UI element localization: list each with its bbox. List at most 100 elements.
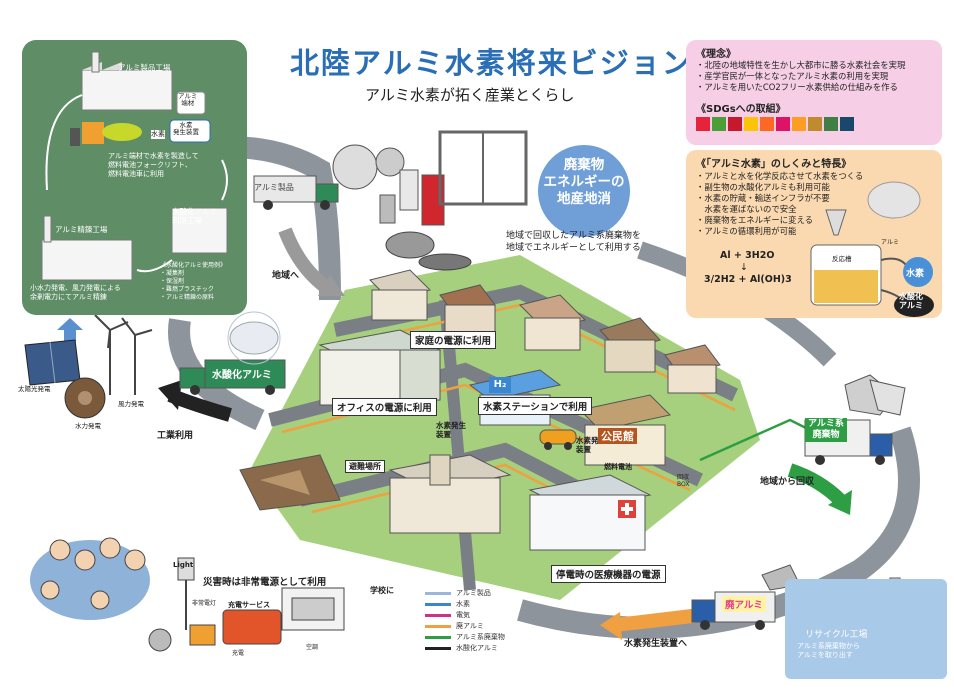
from-region-label: 地域から回収 <box>760 477 815 487</box>
community-hall-label: 公民館 <box>598 428 637 444</box>
sdg-icon <box>744 117 758 131</box>
mechanism-6: ・アルミの循環利用が可能 <box>696 226 797 236</box>
office-power-label: オフィスの電源に利用 <box>332 398 437 416</box>
legend-label: 廃アルミ <box>456 622 484 630</box>
legend-item: アルミ製品 <box>425 588 505 599</box>
charging-service-label: 充電サービス <box>228 601 270 609</box>
recycle-factory-label: リサイクル工場 <box>805 630 868 640</box>
collapsed-house <box>239 454 341 511</box>
recycle-desc: アルミ系廃棄物から アルミを取り出す <box>797 642 860 659</box>
legend-arrow-icon <box>425 613 451 617</box>
legend-arrow-icon <box>425 624 451 628</box>
reactor-label: 反応槽 <box>832 255 852 263</box>
formula-arrow: ↓ <box>740 262 748 273</box>
principle-1: ・北陸の地域特性を生かし大都市に勝る水素社会を実現 <box>696 60 906 70</box>
legend-item: アルミ系廃棄物 <box>425 632 505 643</box>
hydro-label: 水力発電 <box>75 422 101 430</box>
product-factory-label: アルミ製品工場 <box>118 63 171 72</box>
disaster-caption: 災害時は非常電源として利用 <box>203 577 327 588</box>
legend-arrow-icon <box>425 646 451 650</box>
shelter-sign: 避難場所 <box>345 460 385 473</box>
page-title: 北陸アルミ水素将来ビジョン <box>290 46 693 80</box>
principles-heading: 《理念》 <box>696 49 736 60</box>
mechanism-1: ・アルミと水を化学反応させて水素をつくる <box>696 171 864 181</box>
principles-panel: 《理念》 ・北陸の地域特性を生かし大都市に勝る水素社会を実現 ・産学官民が一体と… <box>686 40 942 145</box>
mechanism-heading: 《「アルミ水素」のしくみと特長》 <box>696 159 852 170</box>
to-region-label: 地域へ <box>272 271 300 281</box>
sdg-icons <box>696 116 856 135</box>
hydroxide-uses: 《水酸化アルミ使用例》 ・凝集剤 ・保湿剤 ・難燃プラスチック ・アルミ精錬の原… <box>160 262 226 301</box>
sdg-icon <box>808 117 822 131</box>
formula-top: Al + 3H2O <box>720 250 775 261</box>
page-subtitle: アルミ水素が拓く産業とくらし <box>365 86 575 104</box>
charging-equipment <box>148 557 345 652</box>
wind-turbines <box>94 314 153 395</box>
school-building <box>388 454 512 534</box>
fuel-cell-car <box>539 429 577 450</box>
mechanism-hydrogen-label: 水素 <box>906 269 925 279</box>
hydroxide-factory-label: 水酸化アルミ 利用工場 <box>172 207 217 225</box>
legend-arrow-icon <box>425 591 451 595</box>
fuel-cell-label: 燃料電池 <box>604 463 632 471</box>
hospital-building <box>528 474 652 551</box>
legend-item: 廃アルミ <box>425 621 505 632</box>
mechanism-4: 水素を運ばないので安全 <box>696 204 797 214</box>
truck-product-label: アルミ製品 <box>254 183 294 192</box>
aircon-label: 空調 <box>306 644 319 651</box>
sdgs-heading: 《SDGsへの取組》 <box>696 104 786 115</box>
sdg-icon <box>840 117 854 131</box>
arrow-from-region <box>787 463 845 506</box>
industrial-label: 工業利用 <box>157 431 194 441</box>
legend: アルミ製品水素電気廃アルミアルミ系廃棄物水酸化アルミ <box>425 588 505 654</box>
principle-3: ・アルミを用いたCO2フリー水素供給の仕組みを作る <box>696 82 898 92</box>
solar-panel <box>24 339 81 386</box>
mechanism-hydroxide-label: 水酸化 アルミ <box>899 292 923 310</box>
solar-label: 太陽光発電 <box>18 385 51 393</box>
factory-panel-illustration <box>41 51 228 281</box>
generator-label-hall: 水素発生 装置 <box>576 436 606 454</box>
sdg-icon <box>712 117 726 131</box>
sdg-icon <box>760 117 774 131</box>
truck-product <box>253 175 339 210</box>
sdg-icon <box>824 117 838 131</box>
mechanism-3: ・水素の貯蔵・輸送インフラが不要 <box>696 193 830 203</box>
mechanism-5: ・廃棄物をエネルギーに変える <box>696 215 813 225</box>
waste-energy-text: 廃棄物 エネルギーの 地産地消 <box>543 157 625 207</box>
formula-bottom: 3/2H2 + Al(OH)3 <box>704 274 792 285</box>
sdg-icon <box>696 117 710 131</box>
legend-arrow-icon <box>425 635 451 639</box>
to-school-label: 学校に <box>370 586 394 595</box>
h2-sign: H₂ <box>489 377 511 393</box>
sdg-icon <box>728 117 742 131</box>
station-label: 水素ステーションで利用 <box>478 397 593 415</box>
light-label: Light <box>173 561 194 569</box>
to-generator-label: 水素発生装置へ <box>624 639 688 649</box>
sdg-icon <box>792 117 806 131</box>
legend-arrow-icon <box>425 602 451 606</box>
smelting-desc: 小水力発電、風力発電による 余剰電力にてアルミ精錬 <box>30 284 121 301</box>
waste-note: 地域で回収したアルミ系廃棄物を 地域でエネルギーとして利用する <box>506 231 641 253</box>
charge-label: 充電 <box>232 650 245 657</box>
legend-label: アルミ系廃棄物 <box>456 633 505 641</box>
sdg-icon <box>776 117 790 131</box>
legend-item: 電気 <box>425 610 505 621</box>
truck-scrap-label: 廃アルミ <box>722 596 766 612</box>
mechanism-2: ・副生物の水酸化アルミも利用可能 <box>696 182 830 192</box>
legend-item: 水素 <box>425 599 505 610</box>
reactor-illustration <box>810 181 934 317</box>
city-ground <box>250 255 760 600</box>
panel-desc: アルミ端材で水素を製造して 燃料電池フォークリフト、 燃料電池車に利用 <box>108 152 199 178</box>
legend-label: 電気 <box>456 611 470 619</box>
house-group-1 <box>369 269 721 394</box>
principle-2: ・産学官民が一体となったアルミ水素の利用を実現 <box>696 71 889 81</box>
smelting-factory-label: アルミ精錬工場 <box>55 225 108 234</box>
generator-label-station: 水素発生 装置 <box>436 421 466 439</box>
truck-hydroxide <box>179 359 286 395</box>
waste-energy-circle: 廃棄物 エネルギーの 地産地消 <box>538 145 630 237</box>
mechanism-aluminum-label: アルミ <box>881 239 899 246</box>
legend-label: 水酸化アルミ <box>456 644 498 652</box>
truck-waste-label: アルミ系 廃棄物 <box>805 418 847 442</box>
legend-label: 水素 <box>456 600 470 608</box>
evacuees <box>30 537 150 620</box>
